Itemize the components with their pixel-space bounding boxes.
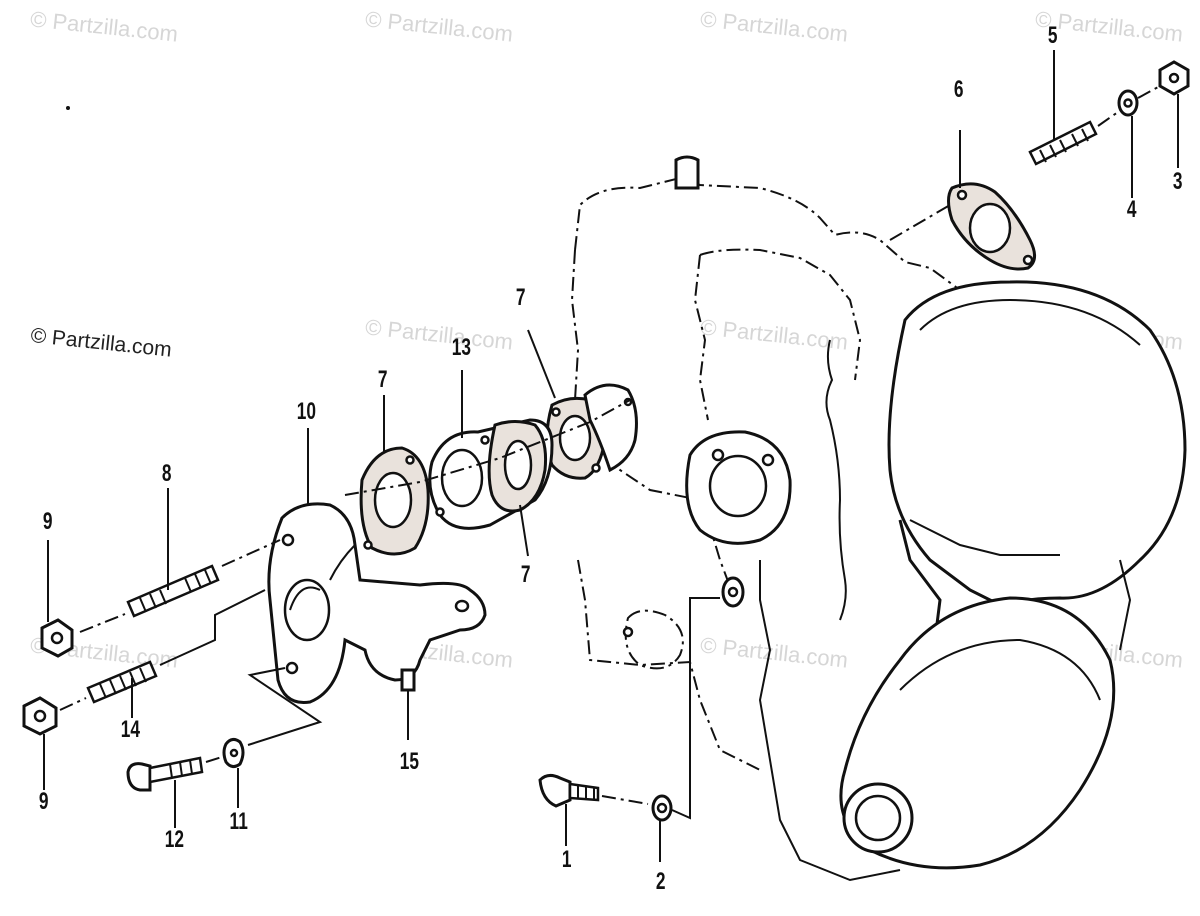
callout-14: 14	[120, 716, 140, 743]
leader-dash	[889, 204, 951, 241]
callout-15: 15	[399, 748, 419, 775]
part-3-nut	[1158, 60, 1190, 96]
centerline	[344, 399, 631, 496]
leader-7c	[519, 504, 529, 557]
part-1-fitting	[538, 773, 600, 808]
leader-dash	[79, 613, 126, 633]
leader-dash	[205, 755, 226, 763]
engine-lower-edge	[758, 560, 901, 882]
callout-6: 6	[953, 76, 964, 103]
callout-7: 7	[520, 561, 531, 588]
part-8-stud	[126, 564, 220, 618]
leader-11-bracket	[247, 667, 323, 746]
callout-7: 7	[515, 284, 526, 311]
cylinder-stud-boss	[674, 155, 700, 190]
callout-9: 9	[38, 788, 49, 815]
part-11-lock-washer	[222, 737, 245, 769]
callout-4: 4	[1126, 196, 1137, 223]
leader-2-bracket	[671, 597, 720, 820]
engine-lower-port	[622, 609, 684, 670]
leader-dash	[221, 539, 281, 567]
leader-dash	[1137, 85, 1161, 99]
part-2-washer	[651, 794, 673, 822]
callout-5: 5	[1047, 22, 1058, 49]
leader-7a	[527, 329, 556, 399]
callout-3: 3	[1172, 168, 1183, 195]
part-4-washer	[1117, 89, 1139, 117]
callout-9: 9	[42, 508, 53, 535]
engine-port-flange	[583, 383, 638, 473]
part-10-intake-manifold	[267, 502, 487, 705]
crankcase-cover	[839, 280, 1187, 870]
part-9-nut-upper	[40, 618, 74, 658]
callout-11: 11	[229, 808, 248, 835]
callout-8: 8	[161, 460, 172, 487]
part-9-nut-lower	[22, 696, 58, 736]
part-6-gasket	[947, 182, 1036, 271]
callout-10: 10	[296, 398, 316, 425]
leader-dash	[1097, 111, 1119, 127]
callout-7: 7	[377, 366, 388, 393]
part-14-stud	[86, 660, 158, 704]
callout-2: 2	[655, 868, 666, 895]
part-5-stud	[1028, 120, 1098, 166]
engine-intake-port	[685, 430, 792, 545]
part-12-bolt	[126, 756, 204, 792]
part-13-insulator	[428, 418, 554, 530]
part-7-gasket-middle	[359, 446, 430, 556]
engine-boss-washer	[721, 576, 745, 608]
ink-dot	[66, 106, 70, 110]
leader-dash	[601, 795, 649, 805]
callout-12: 12	[164, 826, 184, 853]
engine-fin-edge	[825, 339, 847, 621]
leader-14-bracket	[159, 589, 266, 666]
callout-13: 13	[451, 334, 471, 361]
callout-1: 1	[561, 846, 572, 873]
leader-dash	[59, 697, 87, 711]
